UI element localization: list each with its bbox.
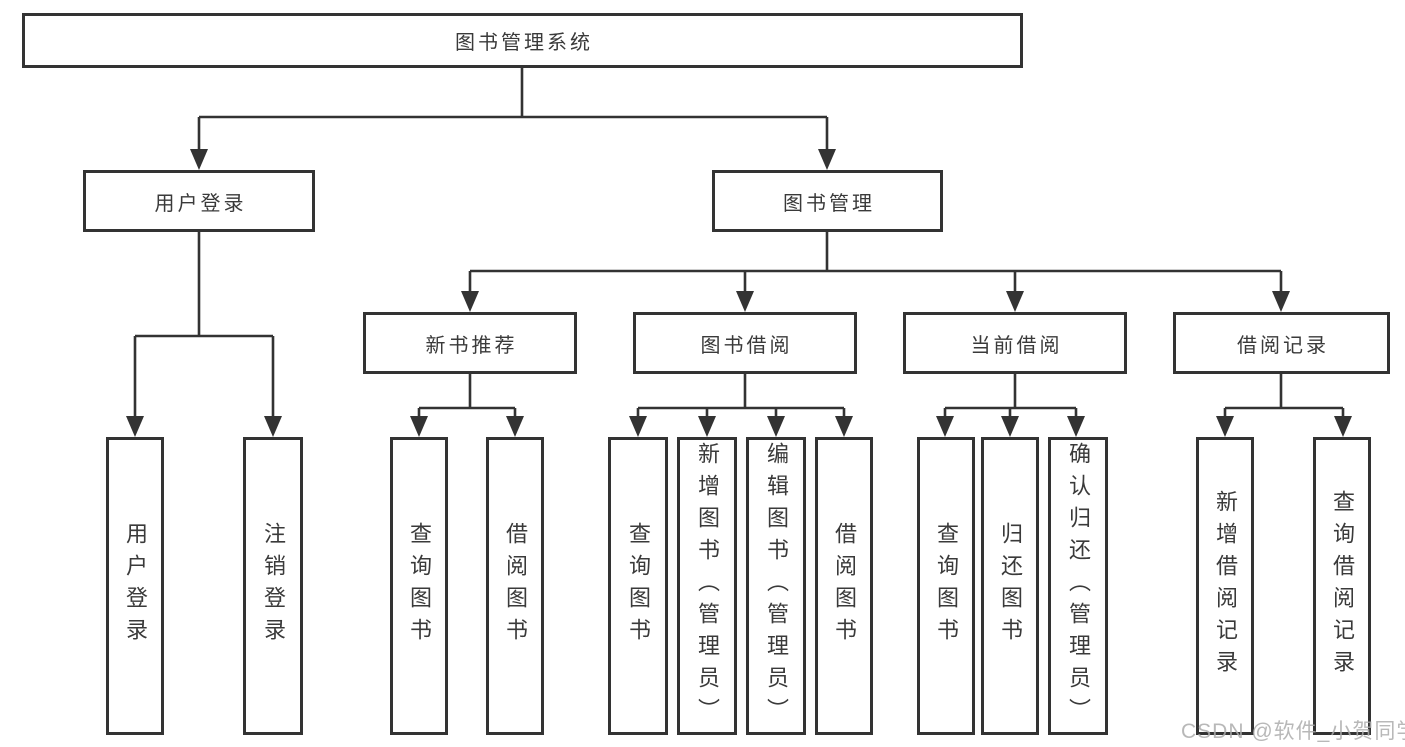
node-book-management: 图书管理 (712, 170, 943, 232)
leaf-add-borrow-record: 新增借阅记录 (1196, 437, 1254, 735)
leaf-add-borrow-record-label: 新增借阅记录 (1213, 490, 1238, 682)
leaf-user-login-label: 用户登录 (123, 522, 148, 650)
leaf-confirm-return-admin-label: 确认归还（管理员） (1066, 442, 1091, 730)
leaf-query-borrow-record-label: 查询借阅记录 (1330, 490, 1355, 682)
node-new-book-recommend: 新书推荐 (363, 312, 577, 374)
leaf-query-borrow-record: 查询借阅记录 (1313, 437, 1371, 735)
leaf-query-books-recommend: 查询图书 (390, 437, 448, 735)
leaf-logout: 注销登录 (243, 437, 303, 735)
leaf-return-book: 归还图书 (981, 437, 1039, 735)
leaf-borrow-books: 借阅图书 (815, 437, 873, 735)
node-root: 图书管理系统 (22, 13, 1023, 68)
watermark: CSDN @软件_小贺同学 (1181, 720, 1405, 743)
leaf-add-book-admin: 新增图书（管理员） (677, 437, 737, 735)
leaf-logout-label: 注销登录 (261, 522, 286, 650)
leaf-query-books-recommend-label: 查询图书 (407, 522, 432, 650)
leaf-return-book-label: 归还图书 (998, 522, 1023, 650)
leaf-edit-book-admin: 编辑图书（管理员） (746, 437, 806, 735)
leaf-query-books-current-label: 查询图书 (934, 522, 959, 650)
leaf-borrow-books-label: 借阅图书 (832, 522, 857, 650)
leaf-user-login: 用户登录 (106, 437, 164, 735)
node-book-borrow: 图书借阅 (633, 312, 857, 374)
node-user-login: 用户登录 (83, 170, 315, 232)
leaf-query-books-borrow-label: 查询图书 (626, 522, 651, 650)
leaf-add-book-admin-label: 新增图书（管理员） (695, 442, 720, 730)
leaf-query-books-current: 查询图书 (917, 437, 975, 735)
leaf-borrow-books-recommend: 借阅图书 (486, 437, 544, 735)
leaf-edit-book-admin-label: 编辑图书（管理员） (764, 442, 789, 730)
leaf-confirm-return-admin: 确认归还（管理员） (1048, 437, 1108, 735)
node-borrow-records: 借阅记录 (1173, 312, 1390, 374)
leaf-borrow-books-recommend-label: 借阅图书 (503, 522, 528, 650)
leaf-query-books-borrow: 查询图书 (608, 437, 668, 735)
node-current-borrow: 当前借阅 (903, 312, 1127, 374)
